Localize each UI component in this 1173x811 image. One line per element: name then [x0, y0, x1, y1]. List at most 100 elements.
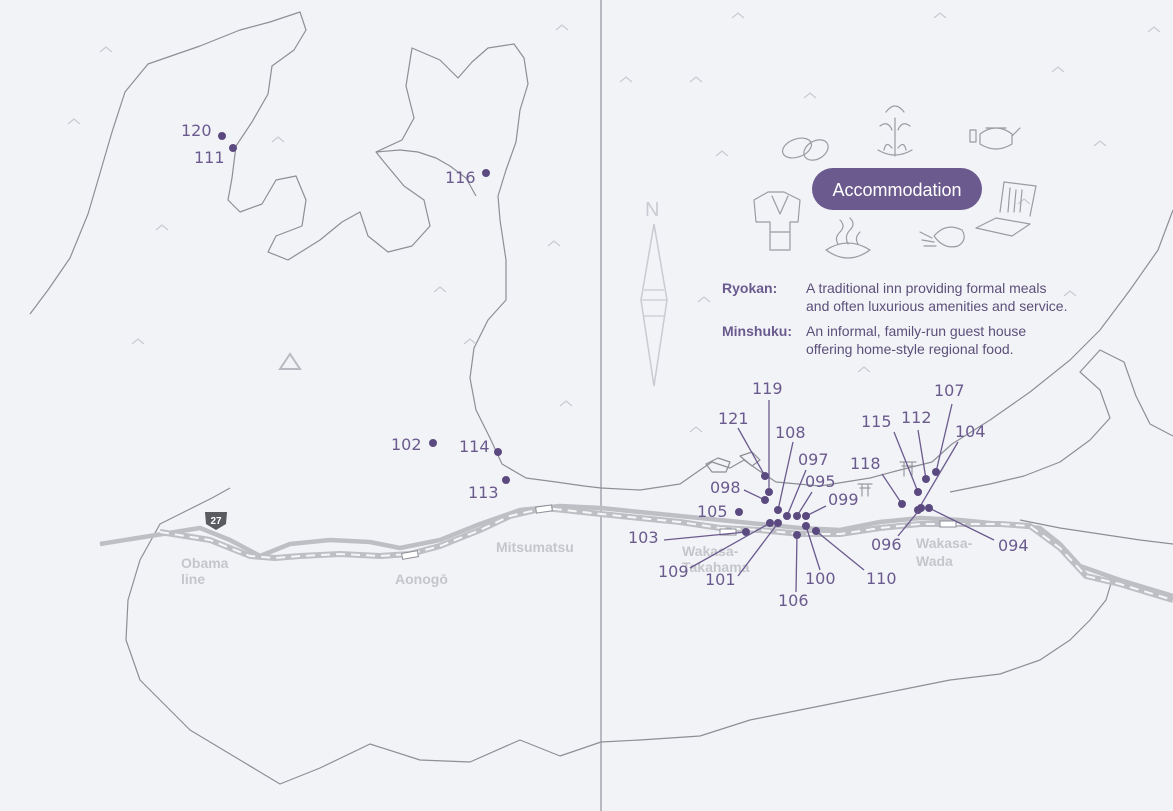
- marker-label[interactable]: 120: [181, 121, 212, 140]
- marker-label[interactable]: 121: [718, 409, 749, 428]
- east-headland: [949, 349, 1173, 493]
- marker-112[interactable]: 112: [901, 408, 932, 483]
- marker-095[interactable]: 095: [793, 472, 836, 520]
- rail-line-name-1: Obama: [181, 555, 229, 571]
- marker-leader-line: [663, 531, 747, 541]
- marker-094[interactable]: 094: [925, 504, 1029, 555]
- marker-110[interactable]: 110: [812, 527, 897, 588]
- marker-102[interactable]: 102: [391, 435, 437, 454]
- marker-label[interactable]: 118: [850, 454, 881, 473]
- marker-115[interactable]: 115: [861, 412, 922, 496]
- marker-dot[interactable]: [765, 488, 773, 496]
- marker-dot[interactable]: [766, 519, 774, 527]
- marker-106[interactable]: 106: [778, 531, 809, 610]
- route-number: 27: [210, 516, 222, 527]
- marker-label[interactable]: 116: [445, 168, 476, 187]
- marker-label[interactable]: 107: [934, 381, 965, 400]
- marker-113[interactable]: 113: [468, 476, 510, 502]
- marker-dot[interactable]: [793, 512, 801, 520]
- east-bay-shore: [1019, 519, 1173, 545]
- marker-leader-line: [777, 441, 794, 511]
- marker-119[interactable]: 119: [752, 379, 783, 496]
- marker-dot[interactable]: [925, 504, 933, 512]
- marker-label[interactable]: 119: [752, 379, 783, 398]
- marker-dot[interactable]: [932, 468, 940, 476]
- marker-096[interactable]: 096: [871, 504, 925, 554]
- marker-dot[interactable]: [735, 508, 743, 516]
- marker-dot[interactable]: [502, 476, 510, 484]
- marker-108[interactable]: 108: [774, 423, 806, 514]
- marker-dot[interactable]: [914, 488, 922, 496]
- north-compass: N: [640, 199, 668, 387]
- marker-dot[interactable]: [761, 472, 769, 480]
- futon-icon: [975, 181, 1037, 237]
- marker-label[interactable]: 105: [697, 502, 728, 521]
- marker-dot[interactable]: [742, 528, 750, 536]
- marker-dot[interactable]: [229, 144, 237, 152]
- marker-dot[interactable]: [429, 439, 437, 447]
- marker-label[interactable]: 095: [805, 472, 836, 491]
- marker-114[interactable]: 114: [459, 437, 502, 456]
- marker-label[interactable]: 104: [955, 422, 986, 441]
- marker-label[interactable]: 113: [468, 483, 499, 502]
- marker-104[interactable]: 104: [914, 422, 986, 514]
- marker-label[interactable]: 096: [871, 535, 902, 554]
- marker-dot[interactable]: [774, 519, 782, 527]
- marker-dot[interactable]: [922, 475, 930, 483]
- marker-label[interactable]: 094: [998, 536, 1029, 555]
- marker-dot[interactable]: [494, 448, 502, 456]
- marker-120[interactable]: 120: [181, 121, 226, 140]
- station-aonogo-label: Aonogō: [395, 571, 448, 587]
- marker-label[interactable]: 098: [710, 478, 741, 497]
- marker-dot[interactable]: [802, 512, 810, 520]
- marker-label[interactable]: 100: [805, 569, 836, 588]
- mountain-peak-icon: [278, 352, 302, 370]
- marker-label[interactable]: 108: [775, 423, 806, 442]
- station-wada-label-1: Wakasa-: [916, 535, 973, 551]
- marker-label[interactable]: 110: [866, 569, 897, 588]
- marker-dot[interactable]: [774, 506, 782, 514]
- marker-label[interactable]: 109: [658, 562, 689, 581]
- marker-121[interactable]: 121: [718, 409, 769, 480]
- marker-label[interactable]: 112: [901, 408, 932, 427]
- marker-dot[interactable]: [761, 496, 769, 504]
- marker-dot[interactable]: [783, 512, 791, 520]
- slippers-icon: [781, 137, 829, 161]
- marker-103[interactable]: 103: [628, 528, 750, 547]
- marker-111[interactable]: 111: [194, 144, 237, 167]
- marker-dot[interactable]: [793, 531, 801, 539]
- marker-100[interactable]: 100: [802, 522, 836, 588]
- marker-label[interactable]: 099: [828, 490, 859, 509]
- marker-dot[interactable]: [218, 132, 226, 140]
- marker-118[interactable]: 118: [850, 454, 906, 508]
- marker-109[interactable]: 109: [658, 519, 774, 581]
- station-wada-label-2: Wada: [916, 553, 953, 569]
- marker-098[interactable]: 098: [710, 478, 769, 504]
- marker-label[interactable]: 103: [628, 528, 659, 547]
- marker-116[interactable]: 116: [445, 168, 490, 187]
- marker-label[interactable]: 101: [705, 570, 736, 589]
- marker-dot[interactable]: [482, 169, 490, 177]
- marker-label[interactable]: 097: [798, 450, 829, 469]
- marker-dot[interactable]: [898, 500, 906, 508]
- badge-label: Accommodation: [832, 180, 961, 200]
- marker-label[interactable]: 111: [194, 148, 225, 167]
- marker-099[interactable]: 099: [802, 490, 859, 520]
- marker-105[interactable]: 105: [697, 502, 743, 521]
- marker-leader-line: [689, 522, 771, 569]
- marker-label[interactable]: 115: [861, 412, 892, 431]
- marker-107[interactable]: 107: [932, 381, 965, 476]
- marker-label[interactable]: 114: [459, 437, 490, 456]
- marker-097[interactable]: 097: [783, 450, 829, 520]
- marker-label[interactable]: 106: [778, 591, 809, 610]
- ryokan-definition-line-1: A traditional inn providing formal meals: [806, 280, 1046, 296]
- islet: [705, 457, 731, 473]
- marker-101[interactable]: 101: [705, 519, 782, 589]
- marker-dot[interactable]: [802, 522, 810, 530]
- marker-dot[interactable]: [917, 504, 925, 512]
- station-wada-marker: [939, 520, 957, 528]
- station-mitsumatsu-label: Mitsumatsu: [496, 539, 574, 555]
- marker-dot[interactable]: [812, 527, 820, 535]
- marker-label[interactable]: 102: [391, 435, 422, 454]
